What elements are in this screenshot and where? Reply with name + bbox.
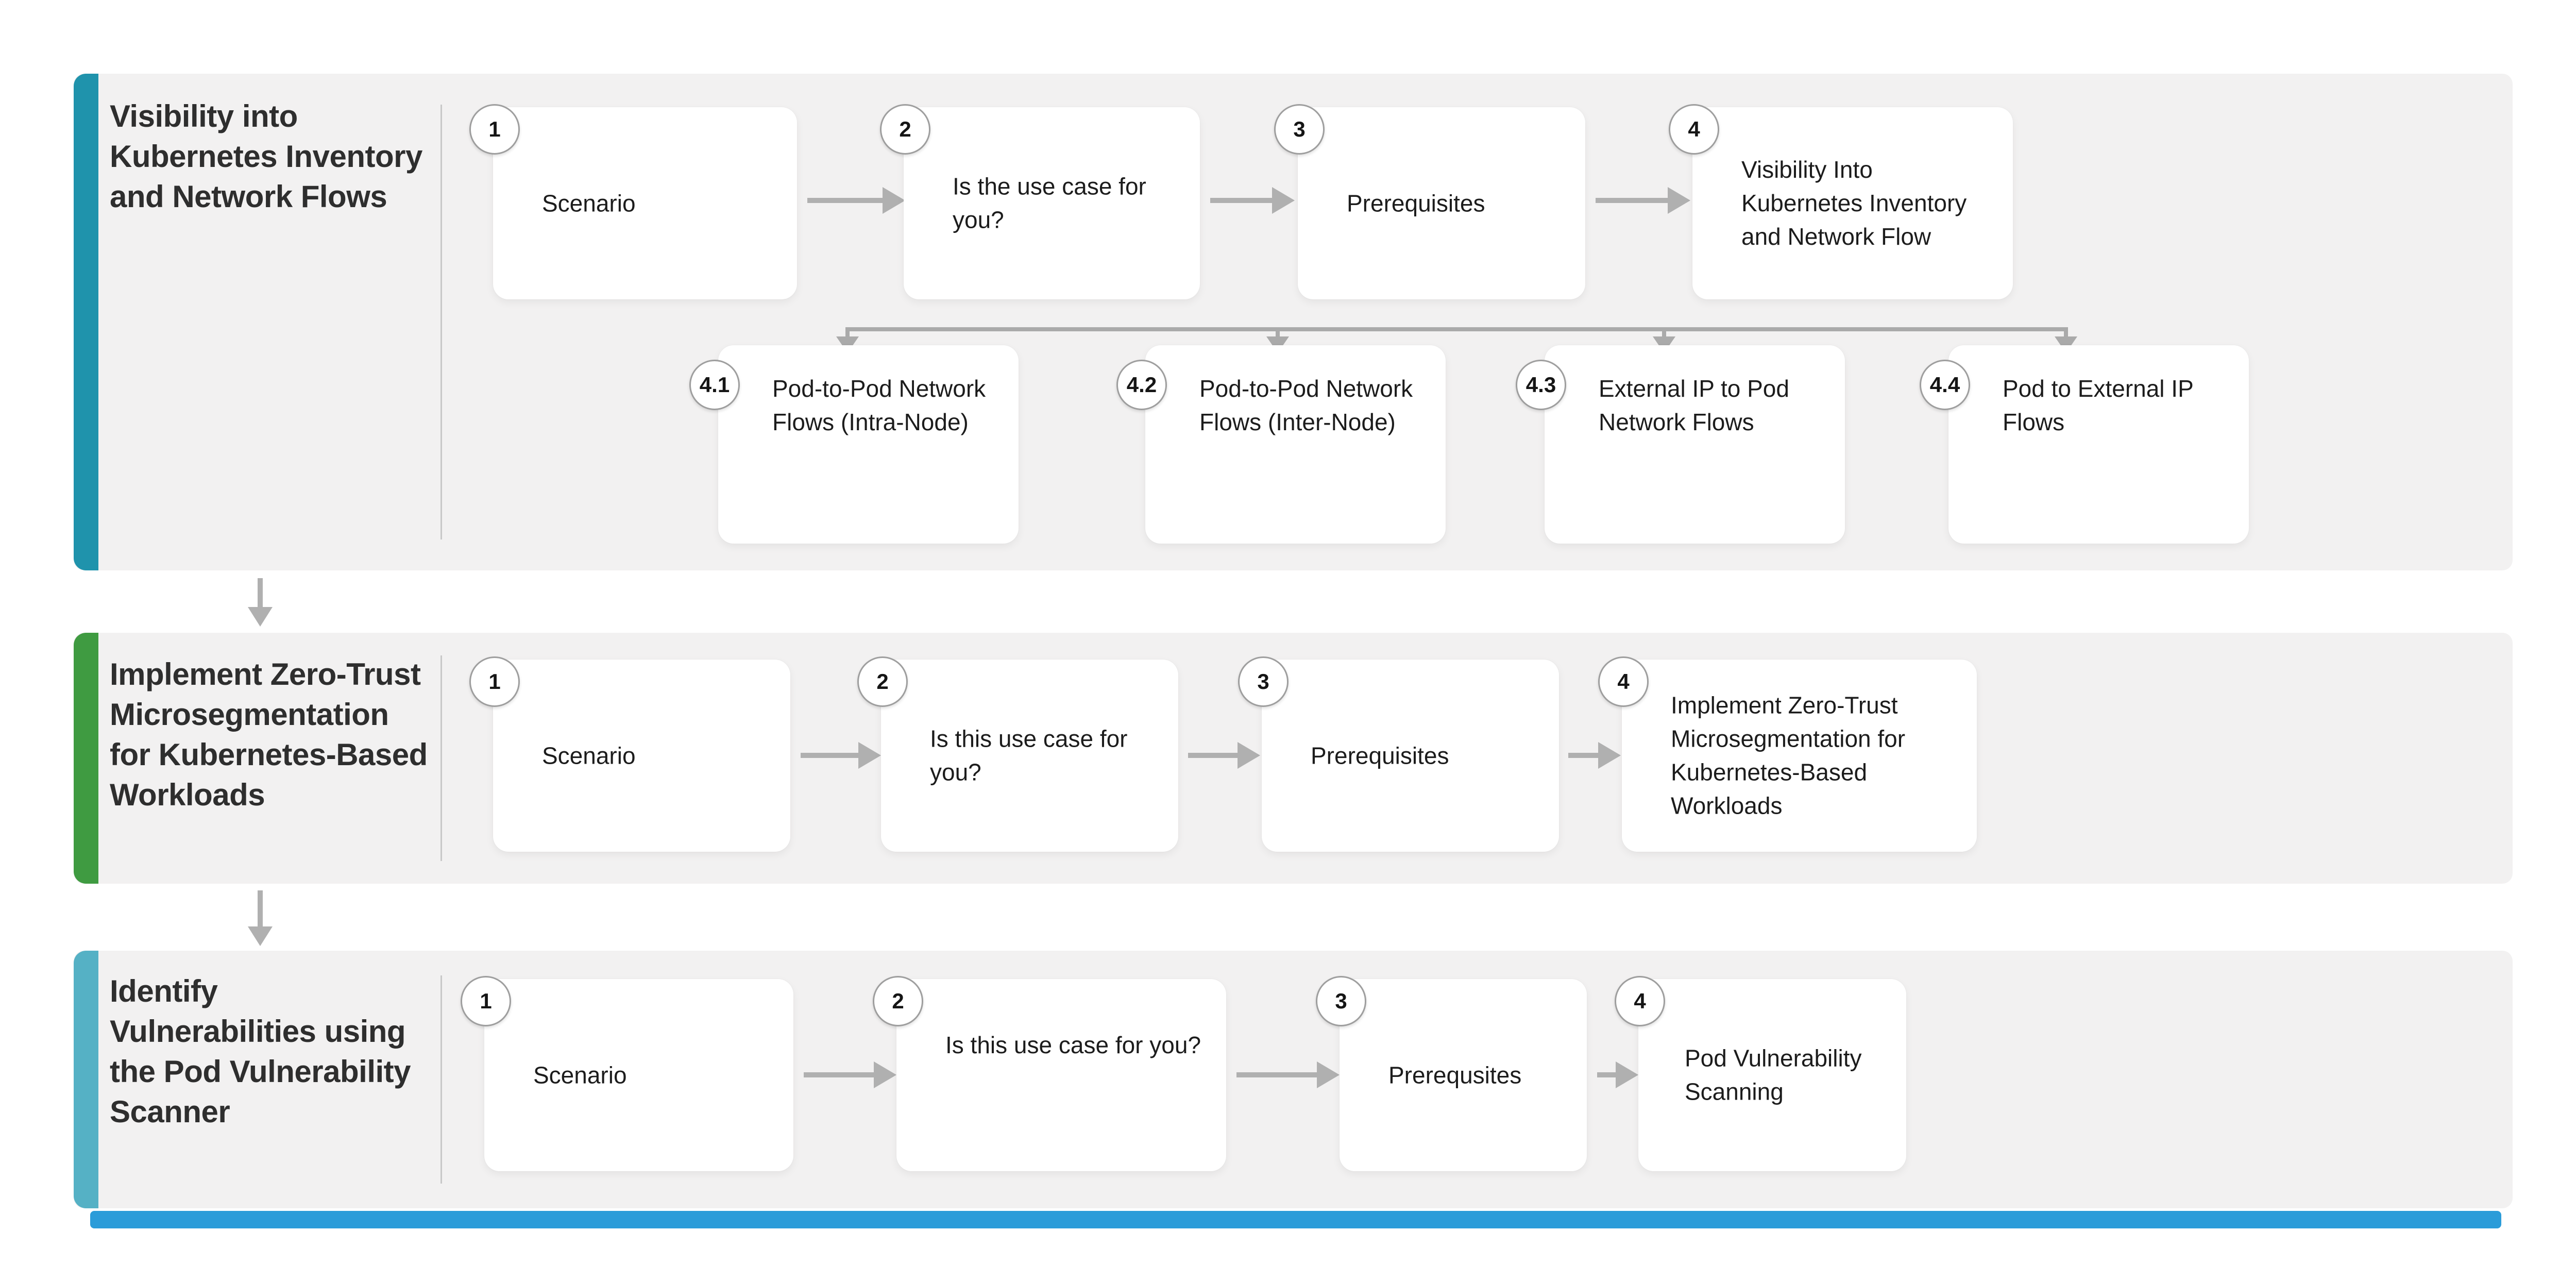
step-number-badge: 4	[1669, 104, 1719, 155]
step-number-badge: 2	[857, 656, 908, 707]
substep-card-intra-node: 4.1 Pod-to-Pod Network Flows (Intra-Node…	[689, 345, 1019, 544]
step-number-badge: 4.2	[1116, 360, 1167, 410]
arrow-right-icon	[1188, 753, 1238, 758]
step-label: Prerequisites	[1311, 741, 1449, 769]
step-label: External IP to Pod Network Flows	[1599, 375, 1789, 436]
step-number-badge: 2	[880, 104, 930, 155]
step-label: Scenario	[542, 189, 636, 216]
step-card-use-case: 2 Is this use case for you?	[857, 656, 1178, 852]
arrow-down-icon	[1276, 327, 1280, 336]
section-pod-vulnerability: Identify Vulnerabilities using the Pod V…	[74, 951, 2513, 1208]
step-label: Pod Vulnerability Scanning	[1685, 1044, 1862, 1105]
step-label: Visibility Into Kubernetes Inventory and…	[1741, 156, 1967, 250]
step-label: Scenario	[533, 1061, 627, 1088]
section-title: Visibility into Kubernetes Inventory and…	[110, 99, 422, 214]
arrow-down-icon	[1662, 327, 1666, 336]
section-title: Implement Zero-Trust Microsegmentation f…	[110, 657, 428, 812]
branch-connector-line	[848, 327, 2068, 331]
step-number-badge: 4.4	[1920, 360, 1970, 410]
section-link-arrow-down-icon	[258, 578, 263, 607]
step-label: Is this use case for you?	[945, 1032, 1201, 1058]
step-card-use-case: 2 Is the use case for you?	[880, 104, 1200, 299]
arrow-right-icon	[1596, 198, 1668, 203]
arrow-right-icon	[1210, 198, 1272, 203]
step-label: Pod to External IP Flows	[2003, 375, 2193, 436]
arrow-down-icon	[845, 327, 850, 336]
step-number-badge: 3	[1274, 104, 1325, 155]
step-label: Scenario	[542, 741, 636, 769]
step-card-implement-zero-trust: 4 Implement Zero-Trust Microsegmentation…	[1598, 656, 1977, 852]
column-divider	[440, 655, 442, 861]
step-card-scenario: 1 Scenario	[469, 104, 797, 299]
step-label: Is this use case for you?	[930, 725, 1128, 786]
step-card-scenario: 1 Scenario	[469, 656, 790, 852]
step-number-badge: 4.1	[689, 360, 740, 410]
step-number-badge: 1	[469, 104, 520, 155]
section-link-arrow-down-icon	[258, 890, 263, 926]
step-card-visibility: 4 Visibility Into Kubernetes Inventory a…	[1669, 104, 2013, 299]
step-number-badge: 2	[873, 976, 923, 1026]
step-card-prerequisites: 3 Prerequisites	[1274, 104, 1585, 299]
substep-card-inter-node: 4.2 Pod-to-Pod Network Flows (Inter-Node…	[1116, 345, 1446, 544]
step-card-scenario: 1 Scenario	[461, 976, 793, 1171]
section-visibility-inventory: Visibility into Kubernetes Inventory and…	[74, 74, 2513, 570]
arrow-right-icon	[804, 1072, 874, 1077]
step-number-badge: 4.3	[1516, 360, 1566, 410]
step-card-prerequisites: 3 Prerequsites	[1316, 976, 1587, 1171]
step-label: Prerequisites	[1347, 189, 1485, 216]
step-label: Pod-to-Pod Network Flows (Intra-Node)	[772, 375, 986, 436]
step-card-prerequisites: 3 Prerequisites	[1238, 656, 1559, 852]
bottom-accent-bar	[90, 1211, 2501, 1228]
step-label: Pod-to-Pod Network Flows (Inter-Node)	[1199, 375, 1413, 436]
arrow-down-icon	[2064, 327, 2068, 336]
arrow-right-icon	[1236, 1072, 1317, 1077]
section-accent-bar	[74, 951, 98, 1208]
substep-card-external-to-pod: 4.3 External IP to Pod Network Flows	[1516, 345, 1845, 544]
column-divider	[440, 105, 442, 539]
step-card-use-case: 2 Is this use case for you?	[873, 976, 1226, 1171]
step-number-badge: 4	[1615, 976, 1665, 1026]
step-label: Implement Zero-Trust Microsegmentation f…	[1671, 691, 1906, 819]
step-label: Is the use case for you?	[953, 173, 1146, 233]
section-title: Identify Vulnerabilities using the Pod V…	[110, 974, 411, 1129]
arrow-right-icon	[801, 753, 858, 758]
arrow-right-icon	[807, 198, 883, 203]
step-number-badge: 4	[1598, 656, 1649, 707]
substep-card-pod-to-external: 4.4 Pod to External IP Flows	[1920, 345, 2249, 544]
column-divider	[440, 975, 442, 1184]
step-label: Prerequsites	[1388, 1061, 1522, 1088]
section-accent-bar	[74, 633, 98, 884]
arrow-right-icon	[1597, 1072, 1616, 1077]
step-card-pod-scanning: 4 Pod Vulnerability Scanning	[1615, 976, 1906, 1171]
step-number-badge: 3	[1238, 656, 1289, 707]
section-zero-trust: Implement Zero-Trust Microsegmentation f…	[74, 633, 2513, 884]
step-number-badge: 3	[1316, 976, 1366, 1026]
section-accent-bar	[74, 74, 98, 570]
arrow-right-icon	[1568, 753, 1598, 758]
step-number-badge: 1	[469, 656, 520, 707]
step-number-badge: 1	[461, 976, 511, 1026]
